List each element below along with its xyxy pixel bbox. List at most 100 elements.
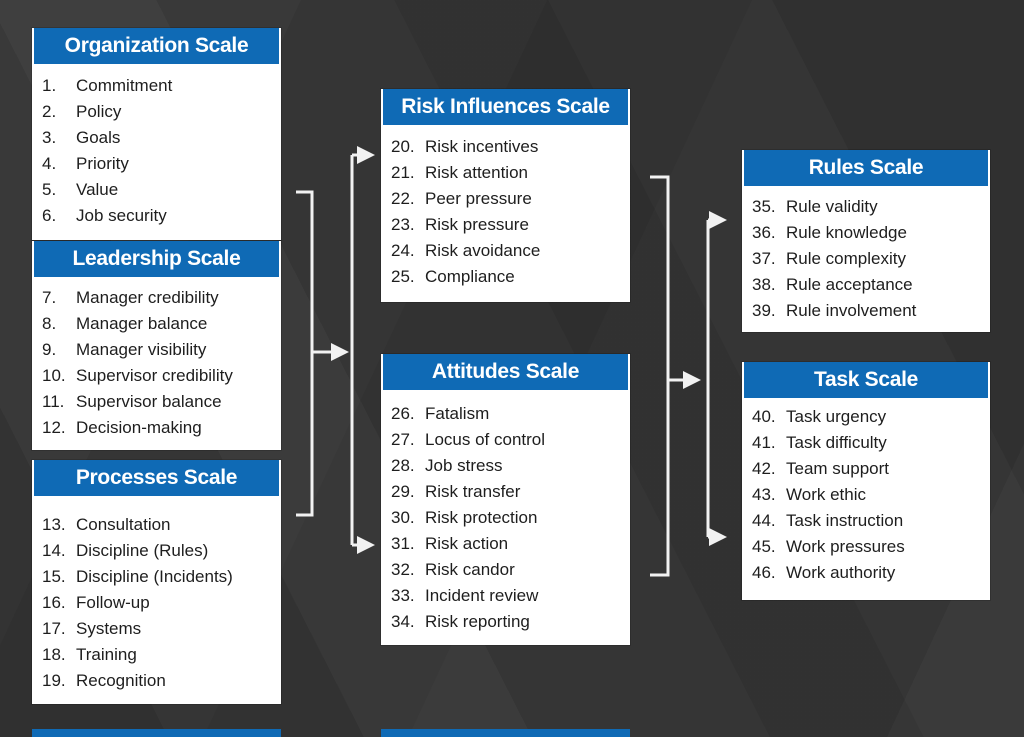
scale-item-number: 45. <box>752 537 776 556</box>
scale-item-label: Work pressures <box>786 537 905 556</box>
scale-item-label: Rule validity <box>786 197 878 216</box>
scale-item-number: 25. <box>391 267 415 286</box>
scale-item-label: Task difficulty <box>786 433 887 452</box>
scale-item-label: Training <box>76 645 137 664</box>
scale-item: 8.Manager balance <box>42 311 275 337</box>
scale-item-label: Value <box>76 180 119 199</box>
scale-item-label: Supervisor balance <box>76 392 222 411</box>
scale-item-label: Risk candor <box>425 560 515 579</box>
scale-item: 42.Team support <box>752 456 984 482</box>
right-collector-bracket <box>650 175 670 577</box>
scale-item-label: Task instruction <box>786 511 904 530</box>
scale-item: 9.Manager visibility <box>42 337 275 363</box>
scale-item: 28. Job stress <box>391 453 624 479</box>
scale-box-risk-influences-items: 20. Risk incentives 21. Risk attention 22.Pe… <box>381 125 630 290</box>
scale-item-label: Work authority <box>786 563 896 582</box>
scale-item: 41.Task difficulty <box>752 430 984 456</box>
scale-item-number: 9. <box>42 340 57 359</box>
scale-item: 7.Manager credibility <box>42 285 275 311</box>
scale-item-label: Team support <box>786 459 889 478</box>
scale-item-number: 11. <box>42 392 65 411</box>
scale-item-number: 16. <box>42 593 66 612</box>
scale-item-number: 39. <box>752 301 776 320</box>
scale-item-label: Consultation <box>76 515 171 534</box>
scale-item-number: 20. <box>391 137 415 156</box>
scale-item: 45. Work pressures <box>752 534 984 560</box>
scale-box-attitudes-title: Attitudes Scale <box>383 354 628 390</box>
scale-item-number: 43. <box>752 485 776 504</box>
scale-item-label: Systems <box>76 619 142 638</box>
scale-item-label: Risk avoidance <box>425 241 541 260</box>
scale-item: 4.Priority <box>42 151 275 177</box>
scale-item-label: Risk reporting <box>425 612 530 631</box>
scale-item-number: 21. <box>391 163 415 182</box>
scale-item: 27.Locus of control <box>391 427 624 453</box>
scale-item: 25.Compliance <box>391 264 624 290</box>
scale-item: 22.Peer pressure <box>391 186 624 212</box>
scale-item-label: Risk transfer <box>425 482 521 501</box>
scale-item: 46.Work authority <box>752 560 984 586</box>
scale-item-label: Supervisor credibility <box>76 366 233 385</box>
scale-box-processes-items: 13.Consultation 14. Discipline (Rules) 15.D… <box>32 496 281 694</box>
scale-item: 40.Task urgency <box>752 404 984 430</box>
scale-item: 18. Training <box>42 642 275 668</box>
scale-item: 26.Fatalism <box>391 401 624 427</box>
scale-item-number: 3. <box>42 128 57 147</box>
scale-item-label: Manager credibility <box>76 288 219 307</box>
scale-item-number: 14. <box>42 541 66 560</box>
scale-item-label: Rule involvement <box>786 301 917 320</box>
scale-item-label: Commitment <box>76 76 173 95</box>
scale-box-rules-title: Rules Scale <box>744 150 988 186</box>
scale-item: 17. Systems <box>42 616 275 642</box>
scale-item-label: Job stress <box>425 456 503 475</box>
scale-item: 30.Risk protection <box>391 505 624 531</box>
scale-item-label: Risk protection <box>425 508 538 527</box>
scale-item-label: Decision-making <box>76 418 202 437</box>
scale-item-label: Discipline (Rules) <box>76 541 209 560</box>
scale-item: 6.Job security <box>42 203 275 229</box>
scale-item-number: 24. <box>391 241 415 260</box>
scale-item-label: Rule acceptance <box>786 275 913 294</box>
scale-item-number: 28. <box>391 456 415 475</box>
scale-box-task-title: Task Scale <box>744 362 988 398</box>
scale-item: 34.Risk reporting <box>391 609 624 635</box>
scale-item: 38. Rule acceptance <box>752 272 984 298</box>
scale-item: 10.Supervisor credibility <box>42 363 275 389</box>
scale-item: 15.Discipline (Incidents) <box>42 564 275 590</box>
scale-item-number: 18. <box>42 645 66 664</box>
scale-box-leadership-title: Leadership Scale <box>34 241 279 277</box>
scale-item-label: Risk attention <box>425 163 528 182</box>
scale-item-number: 19. <box>42 671 66 690</box>
scale-item: 1.Commitment <box>42 73 275 99</box>
scale-item-label: Discipline (Incidents) <box>76 567 233 586</box>
cutoff-header-bar-left <box>32 729 281 737</box>
scale-box-organization-title: Organization Scale <box>34 28 279 64</box>
cutoff-header-bar-middle <box>381 729 630 737</box>
scale-item-number: 44. <box>752 511 776 530</box>
scale-item: 5.Value <box>42 177 275 203</box>
scale-item-number: 23. <box>391 215 415 234</box>
scale-item-label: Risk pressure <box>425 215 529 234</box>
scale-box-risk-influences: Risk Influences Scale 20.Risk incentives… <box>381 89 630 302</box>
scale-item: 20. Risk incentives <box>391 134 624 160</box>
scale-item: 13.Consultation <box>42 512 275 538</box>
scale-item-number: 29. <box>391 482 415 501</box>
scale-item: 21. Risk attention <box>391 160 624 186</box>
scale-item-number: 35. <box>752 197 776 216</box>
scale-item-label: Job security <box>76 206 167 225</box>
scale-item-number: 12. <box>42 418 66 437</box>
scale-item-label: Priority <box>76 154 129 173</box>
scale-item-label: Risk incentives <box>425 137 539 156</box>
scale-item: 44. Task instruction <box>752 508 984 534</box>
scale-item-number: 38. <box>752 275 776 294</box>
scale-item: 11. Supervisor balance <box>42 389 275 415</box>
scale-item-number: 17. <box>42 619 66 638</box>
scale-item: 23. Risk pressure <box>391 212 624 238</box>
